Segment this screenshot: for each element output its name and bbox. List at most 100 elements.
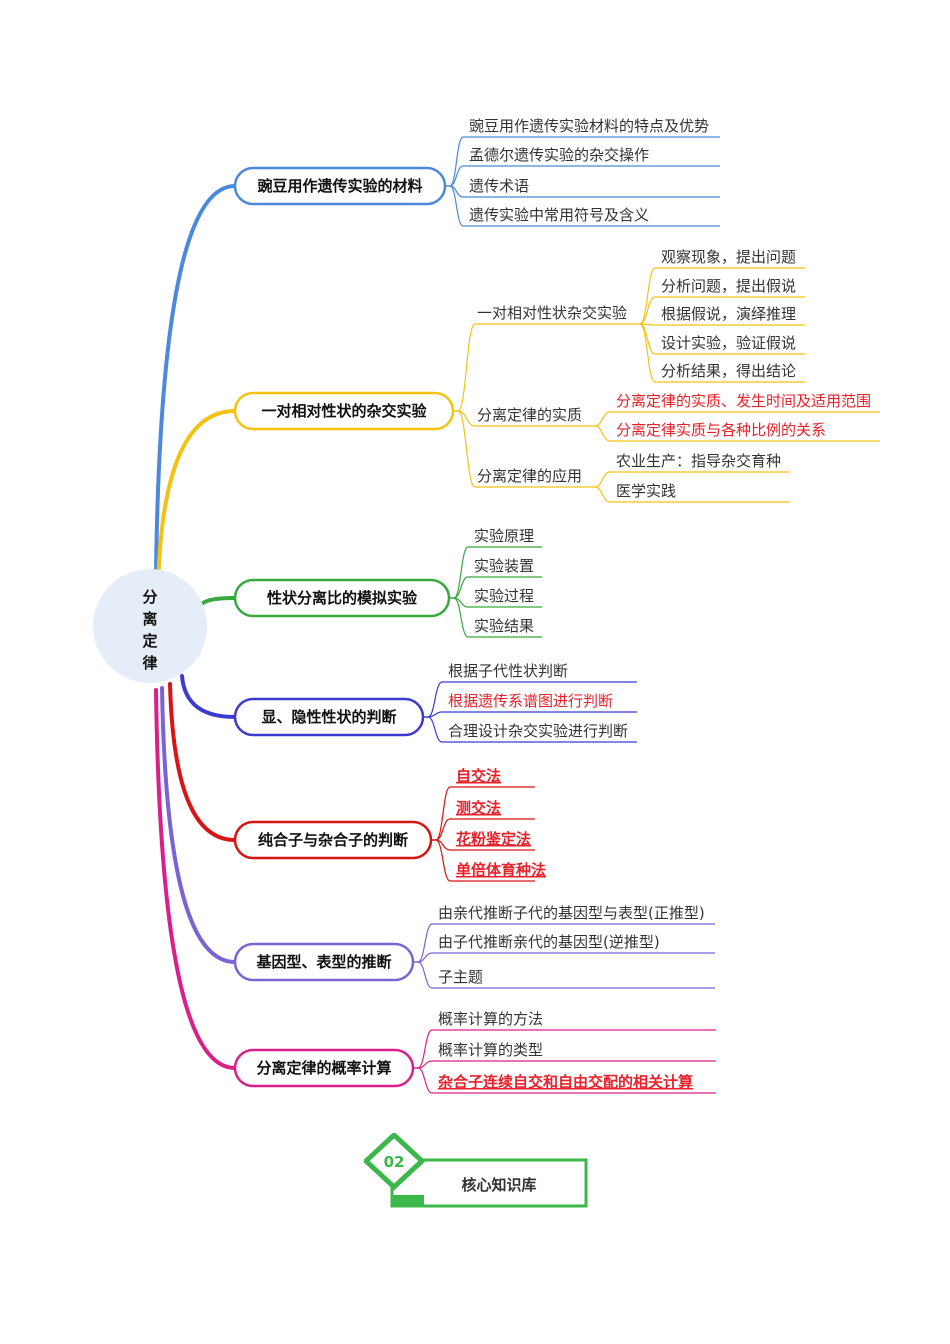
leaf-node[interactable]: 医学实践 [610, 482, 790, 503]
leaf-text: 分离定律的实质、发生时间及适用范围 [616, 392, 871, 410]
branch-box [233, 942, 415, 982]
leaf-node[interactable]: 实验结果 [468, 617, 542, 638]
leaf-text: 医学实践 [616, 482, 676, 500]
leaf-text: 合理设计杂交实验进行判断 [448, 722, 628, 740]
branch-box [233, 1048, 415, 1088]
leaf-node[interactable]: 杂合子连续自交和自由交配的相关计算 [432, 1073, 716, 1094]
leaf-text: 实验结果 [474, 617, 534, 635]
leaf-node[interactable]: 豌豆用作遗传实验材料的特点及优势 [463, 117, 720, 138]
leaf-connector [639, 323, 656, 383]
leaf-node[interactable]: 自交法 [450, 767, 535, 788]
branch-label: 显、隐性性状的判断 [261, 708, 396, 726]
leaf-node[interactable]: 由子代推断亲代的基因型(逆推型) [432, 933, 715, 954]
leaf-node[interactable]: 分析问题，提出假说 [655, 277, 805, 298]
leaf-text: 根据假说，演绎推理 [661, 305, 796, 323]
leaf-node[interactable]: 概率计算的方法 [432, 1010, 716, 1031]
leaf-node[interactable]: 实验原理 [468, 527, 542, 548]
leaf-connector [639, 296, 656, 325]
branch-box [233, 697, 425, 737]
leaf-node[interactable]: 根据子代性状判断 [442, 662, 637, 683]
branch-connector [154, 688, 237, 1070]
leaf-text: 根据遗传系谱图进行判断 [448, 692, 613, 710]
leaf-text: 农业生产：指导杂交育种 [616, 452, 781, 470]
branch-connector [160, 686, 237, 964]
leaf-text: 单倍体育种法 [456, 861, 546, 879]
leaf-text: 实验过程 [474, 587, 534, 605]
group-node[interactable]: 分离定律的实质 [475, 406, 595, 427]
leaf-node[interactable]: 农业生产：指导杂交育种 [610, 452, 790, 473]
leaf-text: 分析问题，提出假说 [661, 277, 796, 295]
leaf-text: 实验装置 [474, 557, 534, 575]
leaf-node[interactable]: 孟德尔遗传实验的杂交操作 [463, 146, 720, 167]
branch-connector [168, 682, 237, 842]
leaf-node[interactable]: 实验装置 [468, 557, 542, 578]
leaf-node[interactable]: 分析结果，得出结论 [655, 362, 805, 383]
leaf-text: 设计实验，验证假说 [661, 334, 796, 352]
leaf-connector [417, 961, 433, 989]
leaf-node[interactable]: 单倍体育种法 [450, 861, 546, 882]
leaf-node[interactable]: 根据假说，演绎推理 [655, 305, 805, 326]
leaf-text: 根据子代性状判断 [448, 662, 568, 680]
leaf-connector [639, 267, 656, 325]
leaf-connector [449, 165, 464, 187]
banner-title: 核心知识库 [461, 1176, 536, 1194]
leaf-text: 遗传术语 [469, 177, 529, 195]
leaf-text: 测交法 [456, 799, 501, 817]
leaf-connector [417, 952, 433, 963]
leaf-node[interactable]: 概率计算的类型 [432, 1041, 716, 1062]
branch-box [233, 166, 447, 206]
leaf-connector [417, 1067, 433, 1094]
banner-diamond [362, 1131, 426, 1191]
leaf-connector [435, 839, 451, 882]
section-banner: 02 核心知识库 [362, 1131, 589, 1209]
root-node[interactable]: 分 离 定 律 [93, 569, 207, 683]
leaf-node[interactable]: 遗传实验中常用符号及含义 [463, 206, 720, 227]
leaf-node[interactable]: 子主题 [432, 968, 715, 989]
branch-node[interactable]: 分离定律的概率计算 [233, 1048, 415, 1088]
leaf-connector [594, 471, 611, 488]
root-char: 定 [142, 632, 157, 650]
banner-number: 02 [384, 1153, 405, 1171]
leaf-node[interactable]: 设计实验，验证假说 [655, 334, 805, 355]
leaf-node[interactable]: 实验过程 [468, 587, 542, 608]
branch-node[interactable]: 基因型、表型的推断 [233, 942, 415, 982]
leaf-connector [453, 546, 469, 599]
branch-box [233, 578, 451, 618]
leaf-node[interactable]: 测交法 [450, 799, 535, 820]
branch-label: 豌豆用作遗传实验的材料 [257, 177, 422, 195]
branch-node[interactable]: 一对相对性状的杂交实验 [233, 391, 455, 431]
leaf-node[interactable]: 根据遗传系谱图进行判断 [442, 692, 637, 713]
leaf-text: 遗传实验中常用符号及含义 [469, 206, 649, 224]
nodes: 豌豆用作遗传实验的材料 豌豆用作遗传实验材料的特点及优势孟德尔遗传实验的杂交操作遗… [233, 117, 880, 1094]
leaf-text: 概率计算的方法 [438, 1010, 543, 1028]
leaf-text: 由亲代推断子代的基因型与表型(正推型) [438, 904, 705, 922]
group-connector [457, 410, 476, 427]
leaf-node[interactable]: 花粉鉴定法 [450, 830, 535, 851]
leaf-connector [449, 136, 464, 187]
branch-node[interactable]: 性状分离比的模拟实验 [233, 578, 451, 618]
branch-connector [180, 674, 237, 719]
branch-node[interactable]: 显、隐性性状的判断 [233, 697, 425, 737]
group-text: 分离定律的应用 [477, 467, 582, 485]
leaf-node[interactable]: 分离定律实质与各种比例的关系 [610, 421, 880, 442]
branch-box [233, 391, 455, 431]
leaf-text: 实验原理 [474, 527, 534, 545]
leaf-node[interactable]: 由亲代推断子代的基因型与表型(正推型) [432, 904, 715, 925]
leaf-node[interactable]: 遗传术语 [463, 177, 720, 198]
leaf-connector [427, 681, 443, 718]
group-node[interactable]: 一对相对性状杂交实验 [475, 304, 640, 325]
group-node[interactable]: 分离定律的应用 [475, 467, 595, 488]
branch-node[interactable]: 豌豆用作遗传实验的材料 [233, 166, 447, 206]
branch-label: 性状分离比的模拟实验 [267, 589, 418, 607]
leaf-connector [435, 786, 451, 841]
leaf-connector [417, 923, 433, 963]
leaf-node[interactable]: 合理设计杂交实验进行判断 [442, 722, 637, 743]
leaf-connector [453, 576, 469, 599]
leaf-node[interactable]: 观察现象，提出问题 [655, 248, 805, 269]
leaf-node[interactable]: 分离定律的实质、发生时间及适用范围 [610, 392, 880, 413]
group-connector [457, 323, 476, 412]
leaf-text: 分离定律实质与各种比例的关系 [616, 421, 826, 439]
root-char: 分 [142, 588, 157, 606]
branch-node[interactable]: 纯合子与杂合子的判断 [233, 820, 433, 860]
leaf-text: 概率计算的类型 [438, 1041, 543, 1059]
